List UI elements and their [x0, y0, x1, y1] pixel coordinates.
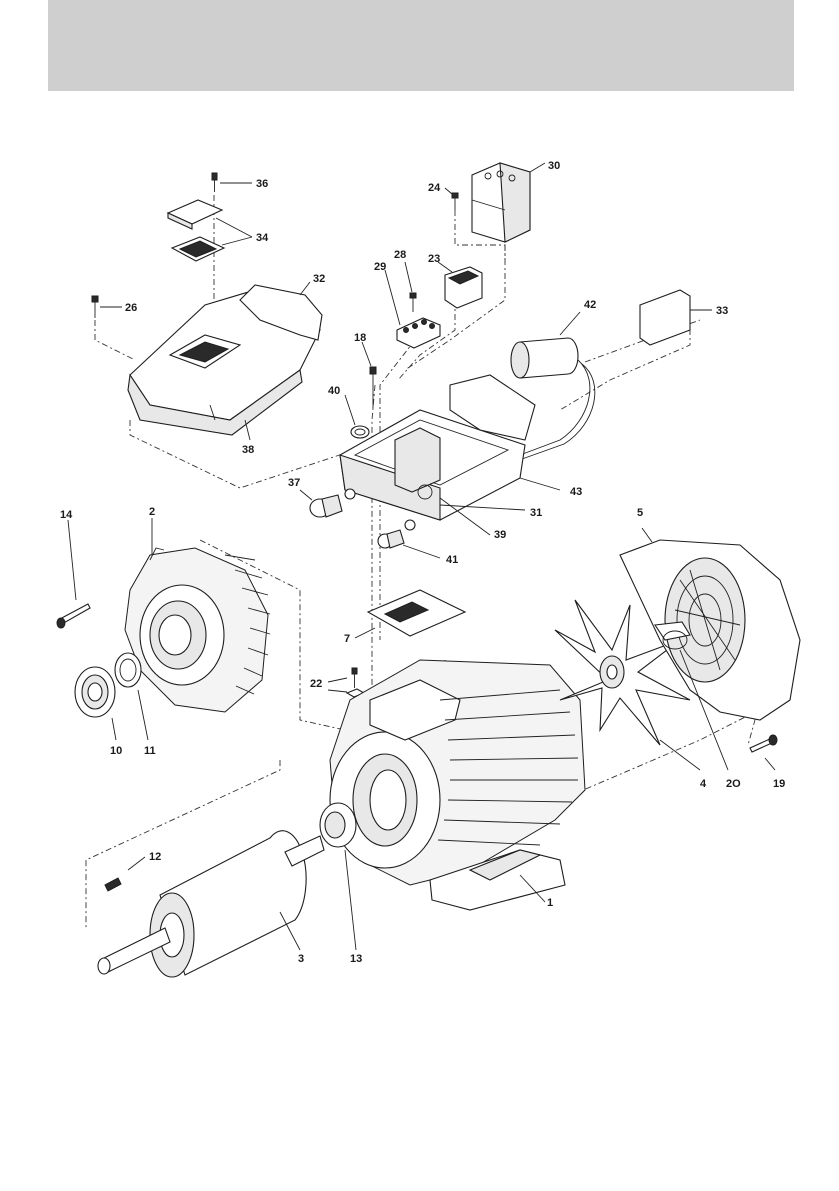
label-5: 5: [637, 507, 643, 519]
label-39: 39: [494, 529, 506, 541]
label-11: 11: [144, 745, 156, 757]
part-4-fan: [554, 599, 701, 771]
label-22: 22: [310, 678, 322, 690]
label-42: 42: [584, 299, 596, 311]
label-1: 1: [547, 897, 553, 909]
part-30-contactor: [471, 162, 546, 243]
label-18: 18: [354, 332, 366, 344]
part-26-screw: [91, 295, 122, 318]
label-40: 40: [328, 385, 340, 397]
part-42-capacitor: [510, 311, 596, 460]
label-14: 14: [60, 509, 73, 521]
label-19: 19: [773, 778, 785, 790]
part-14-bolt: [56, 519, 91, 629]
label-12: 12: [149, 851, 161, 863]
part-5-fan-cover: [619, 527, 801, 721]
label-10: 10: [110, 745, 122, 757]
part-20-clip: [654, 621, 729, 771]
label-43: 43: [570, 486, 582, 498]
part-10-bearing: [74, 666, 117, 741]
label-2: 2: [149, 506, 155, 518]
header-band: [48, 0, 794, 91]
part-3-rotor: [97, 830, 325, 978]
part-19-screw: [749, 734, 778, 771]
label-3: 3: [298, 953, 304, 965]
label-23: 23: [428, 253, 440, 265]
part-13-bearing: [319, 802, 357, 951]
part-7-plate: [354, 589, 467, 639]
label-41: 41: [446, 554, 458, 566]
part-1-motor-housing: [329, 659, 586, 911]
label-24: 24: [428, 182, 441, 194]
label-34: 34: [256, 232, 269, 244]
label-29: 29: [374, 261, 386, 273]
part-2-end-shield: [124, 518, 269, 713]
part-40-seal: [344, 394, 370, 439]
part-28-screw: [404, 261, 417, 312]
part-29-terminal-block: [384, 269, 441, 349]
label-4: 4: [700, 778, 707, 790]
part-37-gland: [299, 489, 343, 518]
label-32: 32: [313, 273, 325, 285]
part-1-fins: [437, 689, 579, 846]
part-2-fins: [224, 554, 271, 695]
label-20: 2O: [726, 778, 741, 790]
part-36-screw: [211, 172, 252, 192]
label-28: 28: [394, 249, 406, 261]
part-11-ring: [114, 652, 149, 741]
part-41-gland: [377, 529, 441, 559]
label-37: 37: [288, 477, 300, 489]
label-13: 13: [350, 953, 362, 965]
part-23-switch: [437, 261, 483, 309]
label-31: 31: [530, 507, 542, 519]
part-12-key: [104, 856, 146, 892]
label-38: 38: [242, 444, 254, 456]
part-32-top-cover: [127, 281, 323, 441]
label-26: 26: [125, 302, 137, 314]
label-36: 36: [256, 178, 268, 190]
part-labels: 36 34 26 32 38 30 24 23 28 29 42 33 18 4…: [60, 160, 785, 965]
part-31-junction-box: [339, 374, 561, 536]
label-33: 33: [716, 305, 728, 317]
part-18-screw: [361, 341, 377, 408]
part-33-plate: [639, 289, 712, 346]
label-7: 7: [344, 633, 350, 645]
label-30: 30: [548, 160, 560, 172]
part-24-screw: [444, 187, 459, 210]
part-34-covers: [166, 199, 253, 262]
part-22-screw: [327, 667, 366, 698]
